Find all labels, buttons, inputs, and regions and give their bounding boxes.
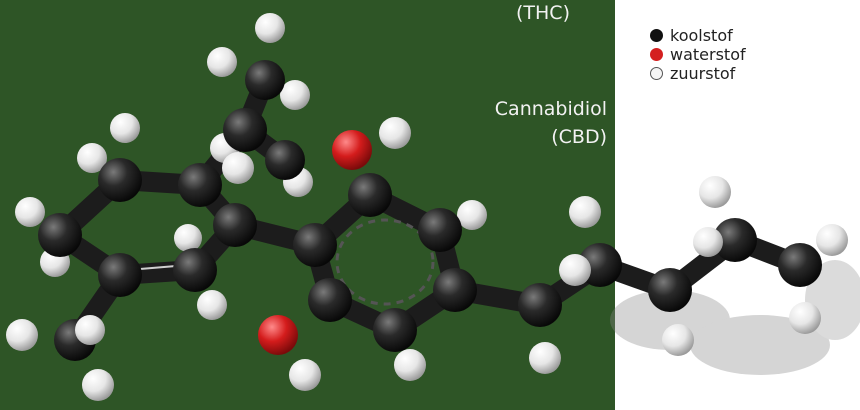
legend-label: waterstof (670, 45, 746, 64)
legend-item-carbon: koolstof (650, 26, 746, 45)
aromatic-ring-dashes (335, 218, 435, 306)
hydrogen-atoms-front (6, 117, 848, 401)
legend-label: zuurstof (670, 64, 736, 83)
legend-label: koolstof (670, 26, 733, 45)
legend-item-oxygen: zuurstof (650, 64, 746, 83)
oxygen-dot-icon (650, 67, 663, 80)
thc-abbreviation: (THC) (516, 2, 570, 24)
oxygen-atoms (258, 130, 372, 355)
cbd-name: Cannabidiol (494, 98, 607, 120)
legend: koolstof waterstof zuurstof (650, 26, 746, 83)
cbd-abbreviation: (CBD) (551, 126, 607, 148)
carbon-dot-icon (650, 29, 663, 42)
hydrogen-dot-icon (650, 48, 663, 61)
legend-item-hydrogen: waterstof (650, 45, 746, 64)
thc-label: (THC) (516, 2, 570, 24)
cbd-label: Cannabidiol (CBD) (495, 95, 607, 151)
carbon-atoms (38, 60, 822, 361)
